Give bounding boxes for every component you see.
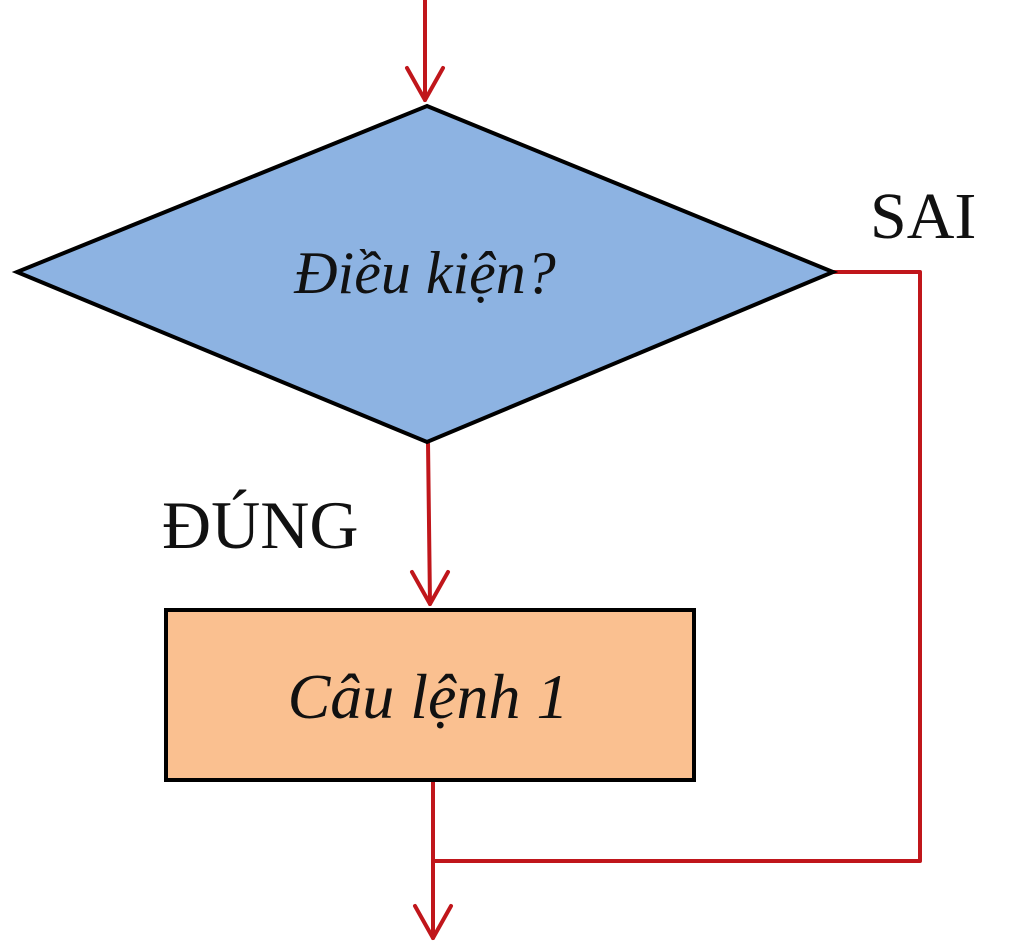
decision-diamond [11, 103, 839, 445]
true-branch-label: ĐÚNG [162, 487, 358, 563]
process-label: Câu lệnh 1 [288, 661, 569, 732]
true-branch-line [426, 440, 432, 606]
true-branch-arrowhead [410, 570, 450, 606]
false-branch-line [431, 270, 922, 863]
process-box [164, 608, 696, 782]
decision-label: Điều kiện? [293, 240, 556, 306]
false-branch-label: SAI [870, 180, 976, 253]
exit-arrowhead [413, 904, 453, 940]
incoming-arrowhead [405, 66, 445, 102]
